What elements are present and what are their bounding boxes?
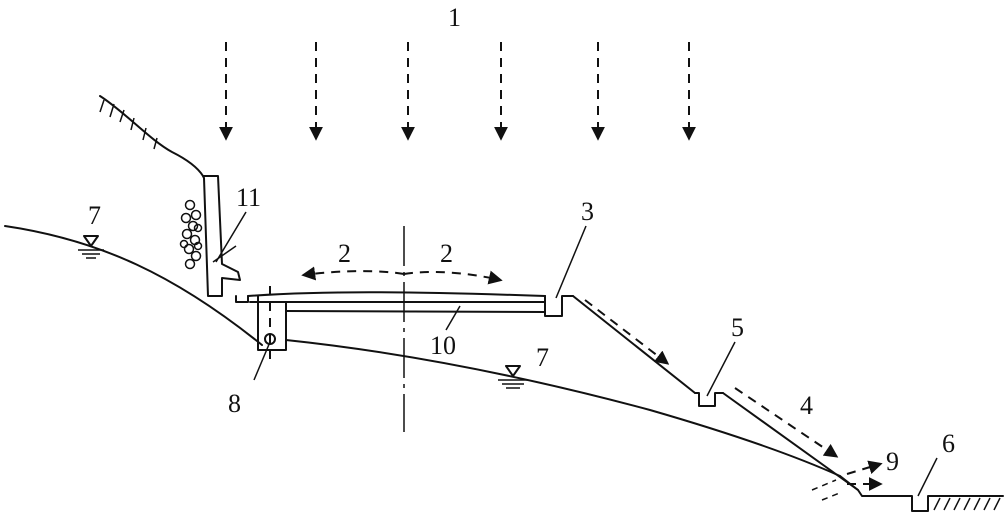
retaining-wall: [179, 175, 241, 297]
upper-hillside: [99, 95, 204, 177]
label-1-rainfall: 1: [448, 3, 461, 32]
drain-pipe-circle: [264, 333, 276, 345]
lower-slope: [722, 392, 859, 491]
label-2-left: 2: [338, 239, 351, 268]
lower-ground-line: [285, 339, 841, 477]
label-11-retaining-wall: 11: [236, 183, 261, 212]
label-7-water-table-mid: 7: [536, 343, 549, 372]
road-pavement: [235, 291, 546, 313]
label-10-pavement: 10: [430, 331, 456, 360]
slope-runoff-arrows: [584, 299, 839, 458]
label-2-right: 2: [440, 239, 453, 268]
label-4-slope-runoff: 4: [800, 391, 813, 420]
water-table-symbol-left: [78, 235, 104, 259]
rainfall-arrows: [219, 42, 696, 141]
mid-ditch: [694, 392, 724, 407]
lateral-flow-arrows: [301, 266, 503, 285]
top-ditch: [544, 295, 574, 317]
toe-and-bottom-ditch: [839, 475, 1004, 512]
subsurface-drain-trench: [257, 286, 287, 360]
gravel-backfill: [179, 199, 203, 270]
left-ground-line: [4, 225, 263, 346]
bottom-ground-hatch: [933, 497, 1001, 511]
ground-hatch: [99, 99, 158, 150]
leader-lines: [215, 211, 938, 497]
seepage-arrows: [811, 460, 883, 501]
label-7-water-table-left: 7: [88, 201, 101, 230]
label-6-bottom-ditch: 6: [942, 429, 955, 458]
upper-slope: [572, 295, 696, 394]
label-9-seepage: 9: [886, 447, 899, 476]
label-3-top-ditch: 3: [581, 197, 594, 226]
label-5-mid-ditch: 5: [731, 313, 744, 342]
label-8-drain-pipe: 8: [228, 389, 241, 418]
water-table-symbol-mid: [498, 365, 528, 389]
